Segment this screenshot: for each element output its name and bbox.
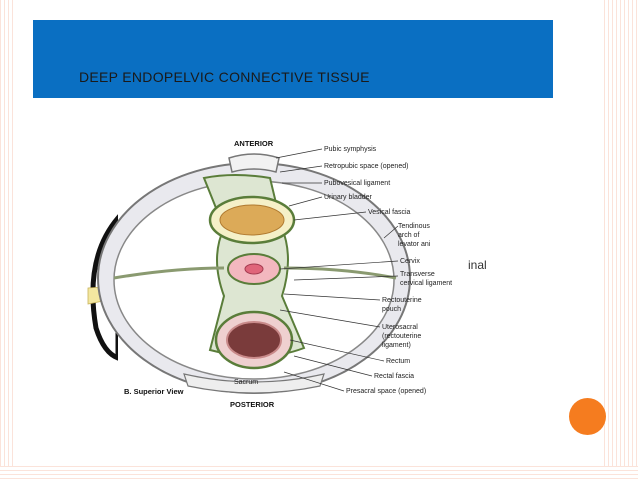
label-rectal-fascia: Rectal fascia (374, 373, 414, 380)
label-rectouterine-pouch-1: Rectouterine (382, 297, 422, 304)
label-rectouterine-pouch-2: pouch (382, 306, 401, 313)
bladder-lumen (219, 204, 285, 236)
background-partial-word: inal (468, 258, 487, 272)
label-sacrum: Sacrum (234, 379, 258, 386)
label-urinary-bladder: Urinary bladder (324, 194, 373, 201)
posterior-label: POSTERIOR (230, 400, 275, 409)
label-transverse-cervical-1: Transverse (400, 271, 435, 278)
left-border-decoration (0, 0, 14, 479)
label-uterosacral-2: (rectouterine (382, 333, 421, 340)
label-tendinous-arch-2: arch of (398, 232, 419, 239)
label-pubic-symphysis: Pubic symphysis (324, 146, 377, 153)
slide-title: DEEP ENDOPELVIC CONNECTIVE TISSUE (79, 69, 370, 85)
label-pubovesical-ligament: Pubovesical ligament (324, 180, 390, 187)
pubic-symphysis-shape (228, 153, 280, 173)
label-presacral-space: Presacral space (opened) (346, 388, 426, 395)
orange-accent-dot (569, 398, 606, 435)
bottom-border-decoration (0, 466, 638, 479)
label-retropubic-space: Retropubic space (opened) (324, 163, 408, 170)
leader-lines (275, 148, 399, 392)
right-border-decoration (604, 0, 638, 479)
pelvis-diagram: inal (84, 128, 500, 424)
title-header-bar (33, 20, 553, 98)
rectum-lumen (226, 321, 282, 359)
label-transverse-cervical-2: cervical ligament (400, 280, 452, 287)
label-uterosacral-3: ligament) (382, 342, 411, 349)
view-label: B. Superior View (124, 387, 184, 396)
pelvis-diagram-svg: inal (84, 128, 500, 424)
label-rectum: Rectum (386, 358, 410, 365)
label-tendinous-arch-1: Tendinous (398, 223, 430, 230)
anterior-label: ANTERIOR (234, 139, 274, 148)
label-uterosacral-1: Uterosacral (382, 324, 418, 331)
label-vesical-fascia: Vesical fascia (368, 209, 411, 216)
label-cervix: Cervix (400, 258, 420, 265)
cervical-os (244, 263, 264, 275)
sacrum-shape (183, 373, 325, 394)
label-tendinous-arch-3: levator ani (398, 241, 431, 248)
